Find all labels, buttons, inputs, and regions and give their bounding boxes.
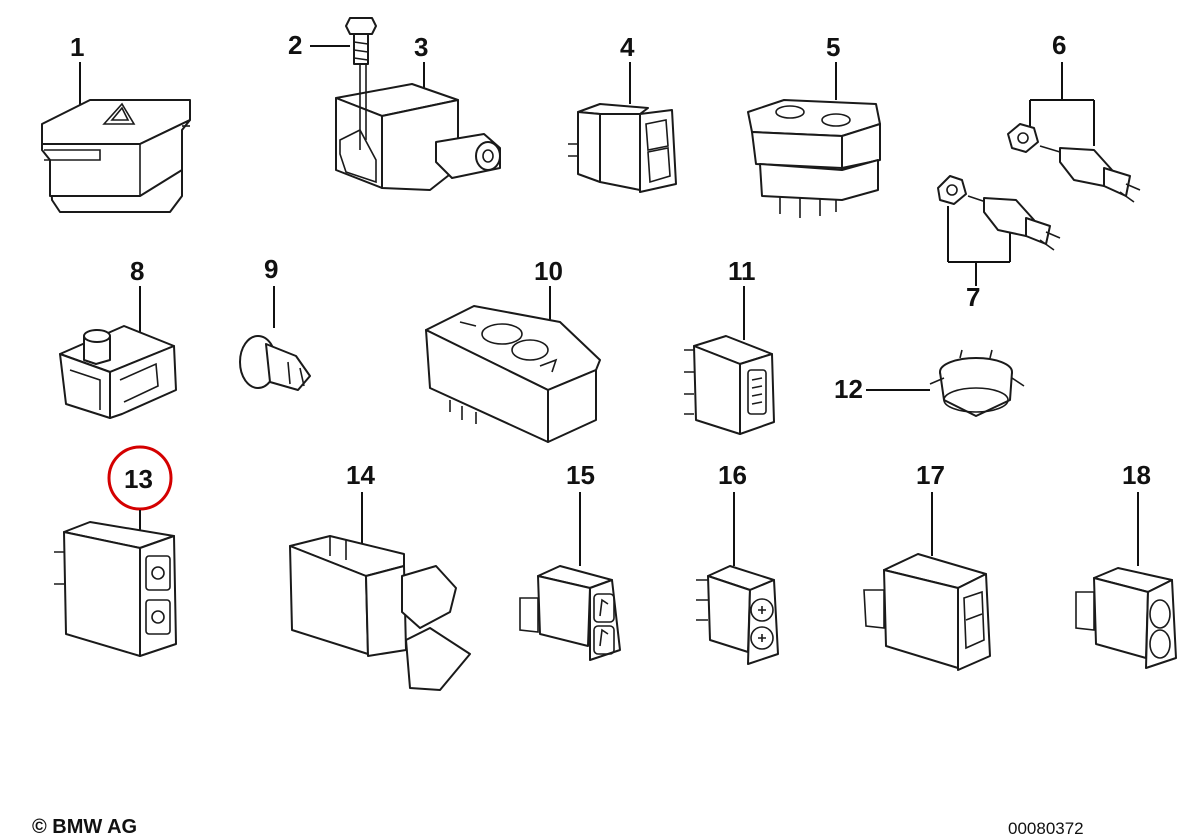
part-17-window-switch[interactable]: 17 (863, 460, 991, 671)
part-8-push-switch[interactable]: 8 (59, 256, 177, 419)
part-number-9: 9 (264, 254, 278, 284)
part-number-7: 7 (966, 282, 980, 312)
part-number-16: 16 (718, 460, 747, 490)
part-13-mirror-adjust-switch[interactable]: 13 (54, 445, 177, 657)
part-number-8: 8 (130, 256, 144, 286)
part-4-rocker-switch[interactable]: 4 (568, 32, 677, 193)
part-10-control-switch-block[interactable]: 10 (425, 256, 601, 443)
part-15-seat-adjust-switch[interactable]: 15 (519, 460, 621, 661)
part-number-15: 15 (566, 460, 595, 490)
part-number-14: 14 (346, 460, 375, 490)
part-3-relay-module[interactable]: 3 (335, 32, 501, 191)
part-6-pressure-switch[interactable]: 6 (1007, 30, 1141, 203)
part-5-double-switch[interactable]: 5 (747, 32, 881, 218)
part-11-small-switch[interactable]: 11 (684, 256, 775, 435)
part-2-bolt[interactable]: 2 (288, 17, 377, 65)
part-1-hazard-switch[interactable]: 1 (41, 32, 191, 213)
part-number-18: 18 (1122, 460, 1151, 490)
part-number-6: 6 (1052, 30, 1066, 60)
part-14-rocker-switch-assembly[interactable]: 14 (289, 460, 471, 691)
part-number-4: 4 (620, 32, 635, 62)
part-18-seat-heating-switch[interactable]: 18 (1075, 460, 1177, 669)
part-12-grommet[interactable]: 12 (834, 349, 1025, 417)
part-number-17: 17 (916, 460, 945, 490)
part-number-3: 3 (414, 32, 428, 62)
part-number-2: 2 (288, 30, 302, 60)
part-number-5: 5 (826, 32, 840, 62)
part-number-10: 10 (534, 256, 563, 286)
part-number-12: 12 (834, 374, 863, 404)
highlight-circle (107, 445, 173, 511)
part-number-1: 1 (70, 32, 84, 62)
copyright-label: © BMW AG (32, 816, 137, 838)
part-number-13: 13 (124, 464, 153, 494)
part-number-11: 11 (728, 256, 756, 286)
part-9-clip[interactable]: 9 (239, 254, 311, 391)
part-7-pressure-switch[interactable]: 7 (937, 175, 1061, 312)
part-16-mirror-switch[interactable]: 16 (696, 460, 779, 665)
diagram-number: 00080372 (1008, 819, 1084, 838)
